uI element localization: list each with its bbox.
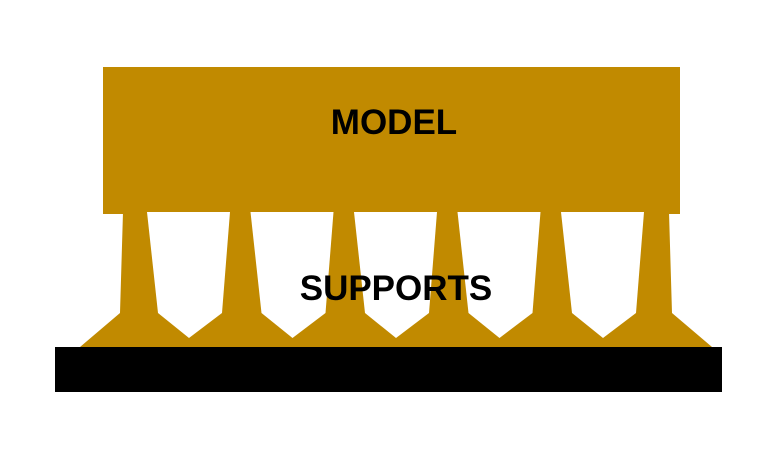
support-gap	[250, 212, 334, 338]
model-block	[103, 67, 680, 214]
support-gap	[354, 212, 437, 338]
support-gap	[457, 212, 541, 338]
supports-label: SUPPORTS	[300, 269, 493, 308]
support-gap	[147, 212, 230, 338]
build-plate	[55, 347, 722, 392]
support-gaps	[147, 212, 644, 338]
support-gap	[561, 212, 644, 338]
model-label: MODEL	[331, 103, 457, 142]
